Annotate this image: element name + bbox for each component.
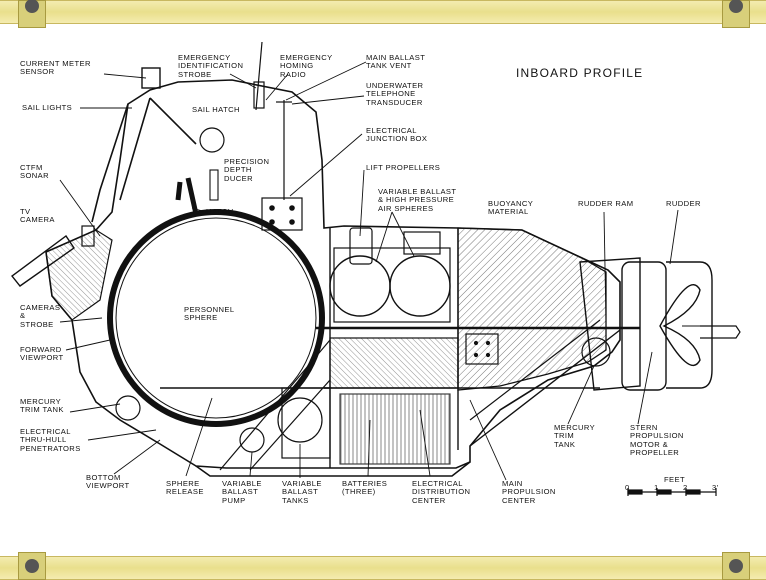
air-sphere-aft	[389, 255, 451, 317]
label-personnel-sphere: PERSONNEL SPHERE	[184, 305, 235, 323]
label-lift-propellers: LIFT PROPELLERS	[366, 163, 441, 172]
slide-frame-top	[0, 0, 766, 24]
tv-camera	[10, 234, 75, 287]
label-batteries: BATTERIES (THREE)	[342, 479, 388, 497]
scale-bar	[627, 488, 717, 496]
scale-tick-1: 1	[654, 483, 659, 492]
label-underwater-telephone-transducer: UNDERWATER TELEPHONE TRANSDUCER	[366, 81, 424, 107]
label-buoyancy-material: BUOYANCY MATERIAL	[488, 199, 534, 217]
label-tv-camera: TV CAMERA	[20, 207, 55, 225]
scale-tick-3: 3'	[712, 483, 719, 492]
scale-title: FEET	[664, 475, 686, 484]
frame-corner-top-right	[722, 0, 750, 28]
label-electrical-distribution-center: ELECTRICAL DISTRIBUTION CENTER	[412, 479, 471, 505]
label-electrical-junction-box: ELECTRICAL JUNCTION BOX	[366, 126, 428, 144]
label-electrical-thru-hull-penetrators: ELECTRICAL THRU-HULL PENETRATORS	[20, 427, 81, 453]
label-variable-ballast-air-spheres: VARIABLE BALLAST & HIGH PRESSURE AIR SPH…	[378, 187, 457, 213]
label-precision-depth-ducer: PRECISION DEPTH DUCER	[224, 157, 270, 183]
label-mercury-trim-tank-forward: MERCURY TRIM TANK	[20, 397, 64, 415]
label-rudder: RUDDER	[666, 199, 701, 208]
label-main-propulsion-center: MAIN PROPULSION CENTER	[502, 479, 556, 505]
label-forward-viewport: FORWARD VIEWPORT	[20, 345, 64, 363]
slide-frame-bottom	[0, 556, 766, 580]
stern-rudder	[579, 257, 641, 391]
label-main-ballast-tank-vent: MAIN BALLAST TANK VENT	[366, 53, 426, 71]
frame-corner-top-left	[18, 0, 46, 28]
batteries-block	[329, 337, 459, 389]
label-bottom-viewport: BOTTOM VIEWPORT	[86, 473, 130, 491]
variable-ballast-tanks	[281, 387, 331, 459]
sail-hatch-port	[199, 127, 225, 153]
scale-tick-2: 2	[683, 483, 688, 492]
label-rudder-ram: RUDDER RAM	[578, 199, 634, 208]
label-sail-lights: SAIL LIGHTS	[22, 103, 73, 112]
frame-corner-bottom-right	[722, 552, 750, 580]
label-current-meter-sensor: CURRENT METER SENSOR	[20, 59, 91, 77]
junction-box	[261, 197, 303, 231]
label-cameras-strobe: CAMERAS & STROBE	[20, 303, 61, 329]
stern-propeller	[659, 284, 701, 366]
diagram-title: INBOARD PROFILE	[516, 66, 644, 80]
buoyancy-material-block	[457, 227, 607, 391]
label-sail-hatch: SAIL HATCH	[192, 105, 240, 114]
sail-front-edge	[91, 103, 129, 223]
label-emergency-homing-radio: EMERGENCY HOMING RADIO	[280, 53, 333, 79]
label-ctfm-sonar: CTFM SONAR	[20, 163, 50, 181]
label-variable-ballast-tanks: VARIABLE BALLAST TANKS	[282, 479, 322, 505]
label-sphere-release: SPHERE RELEASE	[166, 479, 204, 497]
label-hatch: HATCH	[206, 207, 234, 216]
label-emergency-identification-strobe: EMERGENCY IDENTIFICATION STROBE	[178, 53, 244, 79]
personnel-sphere	[107, 209, 325, 427]
scale-tick-0: 0	[625, 483, 630, 492]
label-variable-ballast-pump: VARIABLE BALLAST PUMP	[222, 479, 262, 505]
label-stern-propulsion: STERN PROPULSION MOTOR & PROPELLER	[630, 423, 684, 458]
label-mercury-trim-tank-aft: MERCURY TRIM TANK	[554, 423, 596, 449]
air-sphere-fwd	[329, 255, 391, 317]
